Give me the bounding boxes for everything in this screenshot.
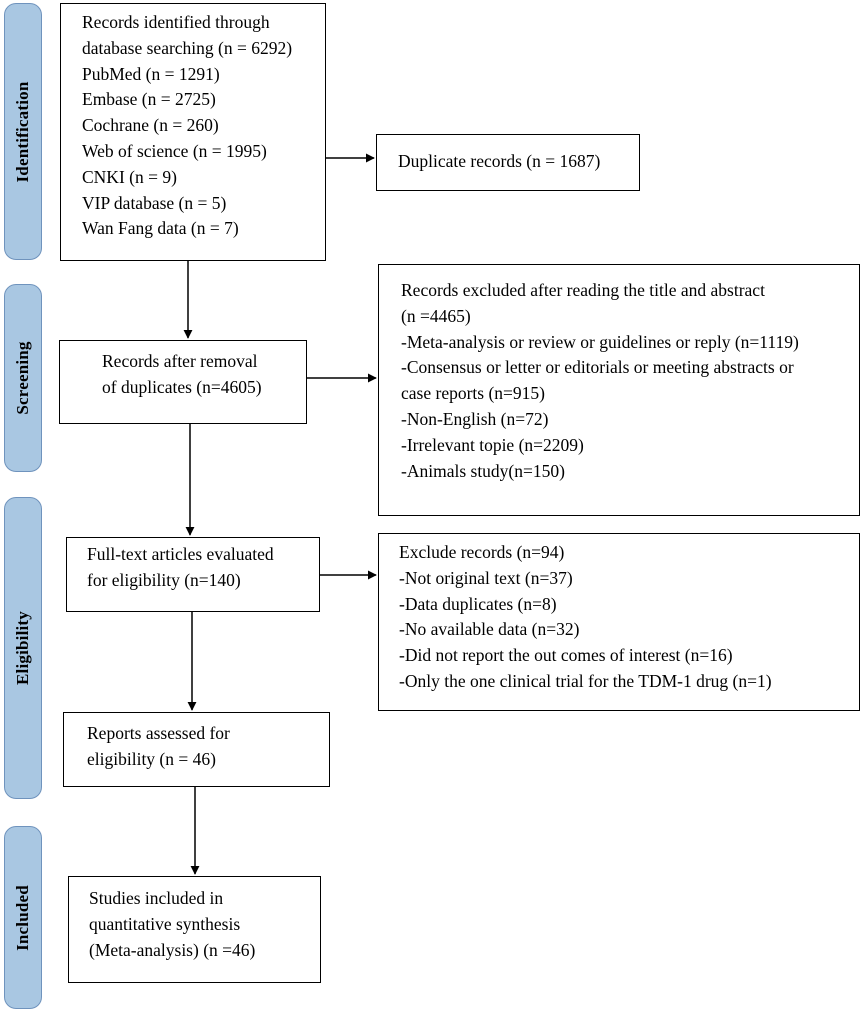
box-line: CNKI (n = 9)	[82, 166, 177, 187]
records-excluded-box: Records excluded after reading the title…	[378, 264, 860, 516]
box-line: quantitative synthesis	[89, 913, 241, 934]
fulltext-evaluated-box: Full-text articles evaluated for eligibi…	[66, 537, 320, 612]
box-line: -No available data (n=32)	[399, 619, 580, 640]
reports-assessed-box: Reports assessed for eligibility (n = 46…	[63, 712, 330, 787]
exclude-records-box: Exclude records (n=94) -Not original tex…	[378, 533, 860, 711]
box-line: -Animals study(n=150)	[401, 460, 565, 481]
records-after-removal-box: Records after removal of duplicates (n=4…	[59, 340, 307, 424]
box-line: PubMed (n = 1291)	[82, 63, 220, 84]
duplicate-records-box: Duplicate records (n = 1687)	[376, 134, 640, 191]
box-line: Full-text articles evaluated	[87, 544, 274, 564]
box-line: -Not original text (n=37)	[399, 567, 573, 588]
box-line: for eligibility (n=140)	[87, 569, 241, 590]
phase-screening: Screening	[4, 284, 42, 472]
box-line: of duplicates (n=4605)	[102, 376, 262, 397]
box-line: Reports assessed for	[87, 723, 230, 743]
box-line: -Irrelevant topie (n=2209)	[401, 434, 584, 455]
records-identified-box: Records identified through database sear…	[60, 3, 326, 261]
box-line: Web of science (n = 1995)	[82, 140, 267, 161]
box-line: database searching (n = 6292)	[82, 37, 293, 58]
box-line: -Did not report the out comes of interes…	[399, 645, 733, 666]
box-line: case reports (n=915)	[401, 383, 545, 404]
box-line: Records identified through	[82, 12, 270, 32]
box-line: (n =4465)	[401, 305, 471, 326]
box-line: -Non-English (n=72)	[401, 408, 549, 429]
box-line: -Only the one clinical trial for the TDM…	[399, 670, 772, 691]
phase-included: Included	[4, 826, 42, 1009]
phase-identification: Identification	[4, 3, 42, 260]
box-line: -Consensus or letter or editorials or me…	[401, 357, 794, 378]
studies-included-box: Studies included in quantitative synthes…	[68, 876, 321, 983]
box-line: -Data duplicates (n=8)	[399, 593, 557, 614]
box-line: eligibility (n = 46)	[87, 748, 216, 769]
box-line: Cochrane (n = 260)	[82, 115, 219, 136]
box-line: Wan Fang data (n = 7)	[82, 218, 239, 239]
phase-eligibility: Eligibility	[4, 497, 42, 799]
box-line: Duplicate records (n = 1687)	[398, 151, 601, 171]
box-line: Embase (n = 2725)	[82, 89, 216, 110]
box-line: Records after removal	[102, 351, 258, 371]
box-line: Records excluded after reading the title…	[401, 280, 765, 300]
box-line: -Meta-analysis or review or guidelines o…	[401, 331, 799, 352]
box-line: Studies included in	[89, 888, 224, 908]
box-line: VIP database (n = 5)	[82, 192, 227, 213]
box-line: (Meta-analysis) (n =46)	[89, 939, 256, 960]
box-line: Exclude records (n=94)	[399, 542, 565, 562]
